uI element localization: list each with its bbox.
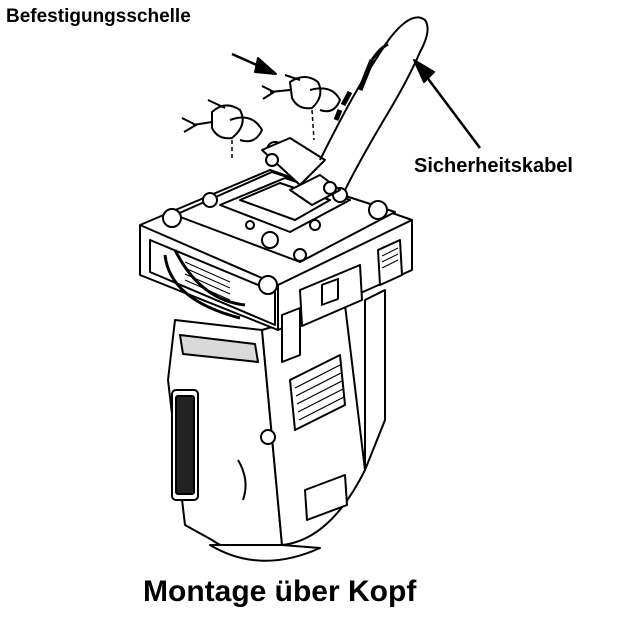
caption: Montage über Kopf (143, 575, 417, 608)
mounting-clamp-left (181, 99, 263, 158)
safety-cable (319, 16, 429, 191)
fixture-base (139, 137, 413, 363)
fixture-head (167, 289, 386, 562)
mounting-clamp-right (261, 74, 341, 141)
clamp-label: Befestigungsschelle (6, 6, 191, 27)
clamp-pointer-arrow (231, 52, 277, 75)
safety-cable-label: Sicherheitskabel (414, 155, 573, 177)
cable-pointer-arrow (413, 59, 481, 149)
